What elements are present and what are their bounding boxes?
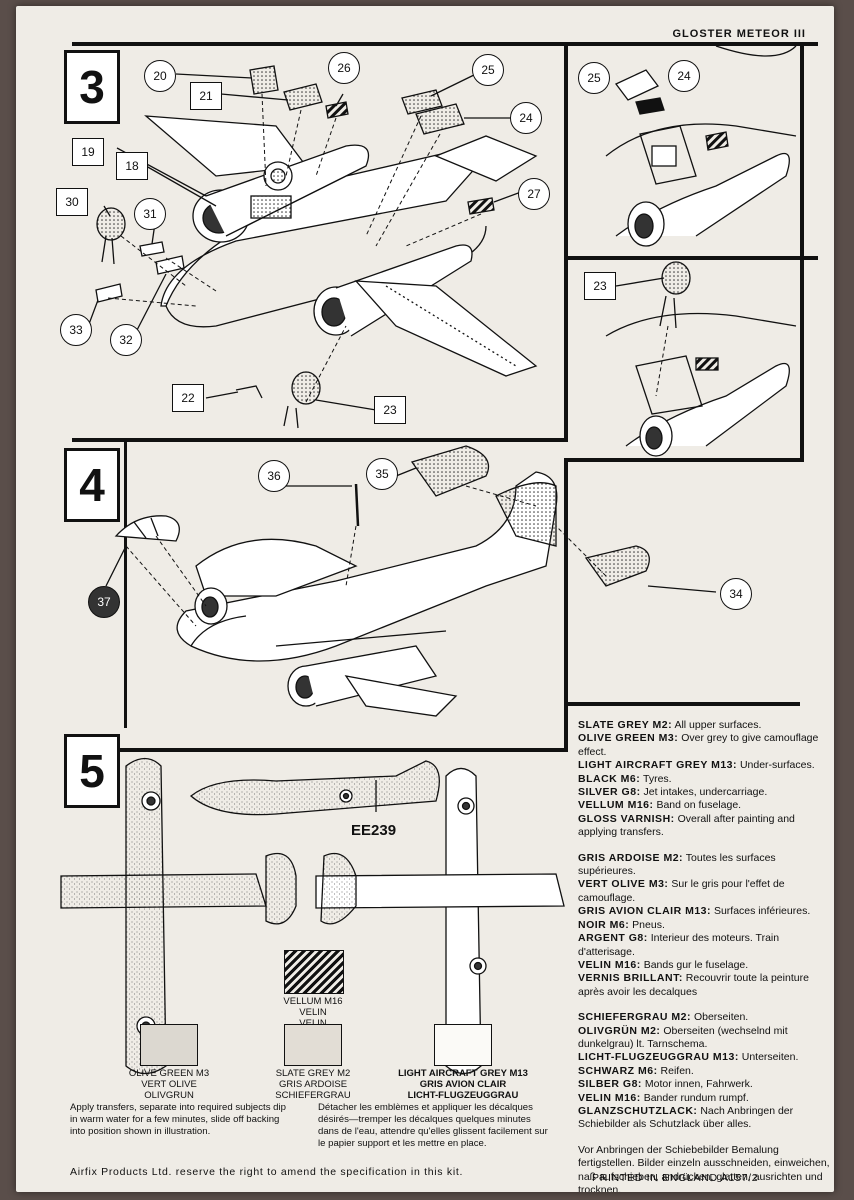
divider-step4-bottom bbox=[72, 748, 568, 752]
callout-23: 23 bbox=[374, 396, 406, 424]
divider-step4-right bbox=[564, 458, 568, 752]
step5-aircraft-side-camo bbox=[189, 760, 440, 816]
divider-step4-top bbox=[72, 438, 568, 442]
callout-32: 32 bbox=[110, 324, 142, 356]
divider-right-edge bbox=[800, 42, 804, 462]
callout-18: 18 bbox=[116, 152, 148, 180]
step5-aircraft-top-camo bbox=[60, 757, 297, 1075]
callout-24b: 24 bbox=[668, 60, 700, 92]
swatch-olive-label: OLIVE GREEN M3 VERT OLIVE OLIVGRUN bbox=[128, 1068, 210, 1101]
swatch-light-label: LIGHT AIRCRAFT GREY M13 GRIS AVION CLAIR… bbox=[398, 1068, 528, 1101]
divider-step3-sub bbox=[568, 256, 818, 260]
callout-34: 34 bbox=[720, 578, 752, 610]
swatch-vellum-label: VELLUM M16 VELIN VELIN bbox=[283, 996, 343, 1029]
footer-disclaimer: Airfix Products Ltd. reserve the right t… bbox=[70, 1166, 464, 1178]
step-number-3: 3 bbox=[64, 50, 120, 124]
callout-23b: 23 bbox=[584, 272, 616, 300]
swatch-vellum bbox=[284, 950, 344, 994]
callout-36: 36 bbox=[258, 460, 290, 492]
step-number-4: 4 bbox=[64, 448, 120, 522]
paint-list-german: SCHIEFERGRAU M2: Oberseiten. OLIVGRÜN M2… bbox=[578, 1011, 799, 1131]
callout-26: 26 bbox=[328, 52, 360, 84]
divider-step3-right bbox=[564, 42, 568, 442]
paint-list-english: SLATE GREY M2: All upper surfaces. OLIVE… bbox=[578, 719, 819, 839]
instruction-sheet: GLOSTER METEOR III 3 4 5 bbox=[16, 6, 834, 1192]
callout-31: 31 bbox=[134, 198, 166, 230]
paint-note-german: Vor Anbringen der Schiebebilder Bemalung… bbox=[578, 1143, 830, 1192]
swatch-olive-green bbox=[140, 1024, 198, 1066]
divider-step4-left bbox=[124, 438, 127, 728]
callout-33: 33 bbox=[60, 314, 92, 346]
divider-top bbox=[72, 42, 818, 46]
footer-print-code: PRINTED IN ENGLAND A157/2 bbox=[592, 1172, 759, 1184]
callout-35: 35 bbox=[366, 458, 398, 490]
callout-25: 25 bbox=[472, 54, 504, 86]
callout-25b: 25 bbox=[578, 62, 610, 94]
step5-aircraft-top-light bbox=[315, 767, 565, 1075]
callout-24: 24 bbox=[510, 102, 542, 134]
callout-37: 37 bbox=[88, 586, 120, 618]
step3-aircraft-drawing bbox=[144, 115, 538, 377]
swatch-light-grey bbox=[434, 1024, 492, 1066]
assembly-drawings bbox=[60, 45, 797, 1075]
step3-detail-lower bbox=[605, 261, 797, 457]
instructions-english: Apply transfers, separate into required … bbox=[70, 1102, 286, 1137]
swatch-slate-grey bbox=[284, 1024, 342, 1066]
sheet-title: GLOSTER METEOR III bbox=[672, 28, 806, 40]
step3-detail-upper bbox=[605, 45, 797, 247]
callout-27: 27 bbox=[518, 178, 550, 210]
callout-21: 21 bbox=[190, 82, 222, 110]
step-number-5: 5 bbox=[64, 734, 120, 808]
swatch-slate-label: SLATE GREY M2 GRIS ARDOISE SCHIEFERGRAU bbox=[275, 1068, 351, 1101]
callout-22: 22 bbox=[172, 384, 204, 412]
callout-19: 19 bbox=[72, 138, 104, 166]
paint-guide: SLATE GREY M2: All upper surfaces. OLIVE… bbox=[578, 719, 830, 1192]
instructions-french: Détacher les emblèmes et appliquer les d… bbox=[318, 1102, 548, 1149]
callout-30: 30 bbox=[56, 188, 88, 216]
paint-list-french: GRIS ARDOISE M2: Toutes les surfaces sup… bbox=[578, 851, 811, 998]
registration-code: EE239 bbox=[351, 822, 397, 839]
divider-right-bottom bbox=[568, 458, 804, 462]
step4-aircraft-drawing bbox=[114, 445, 650, 717]
callout-20: 20 bbox=[144, 60, 176, 92]
divider-paint-top bbox=[568, 702, 800, 706]
